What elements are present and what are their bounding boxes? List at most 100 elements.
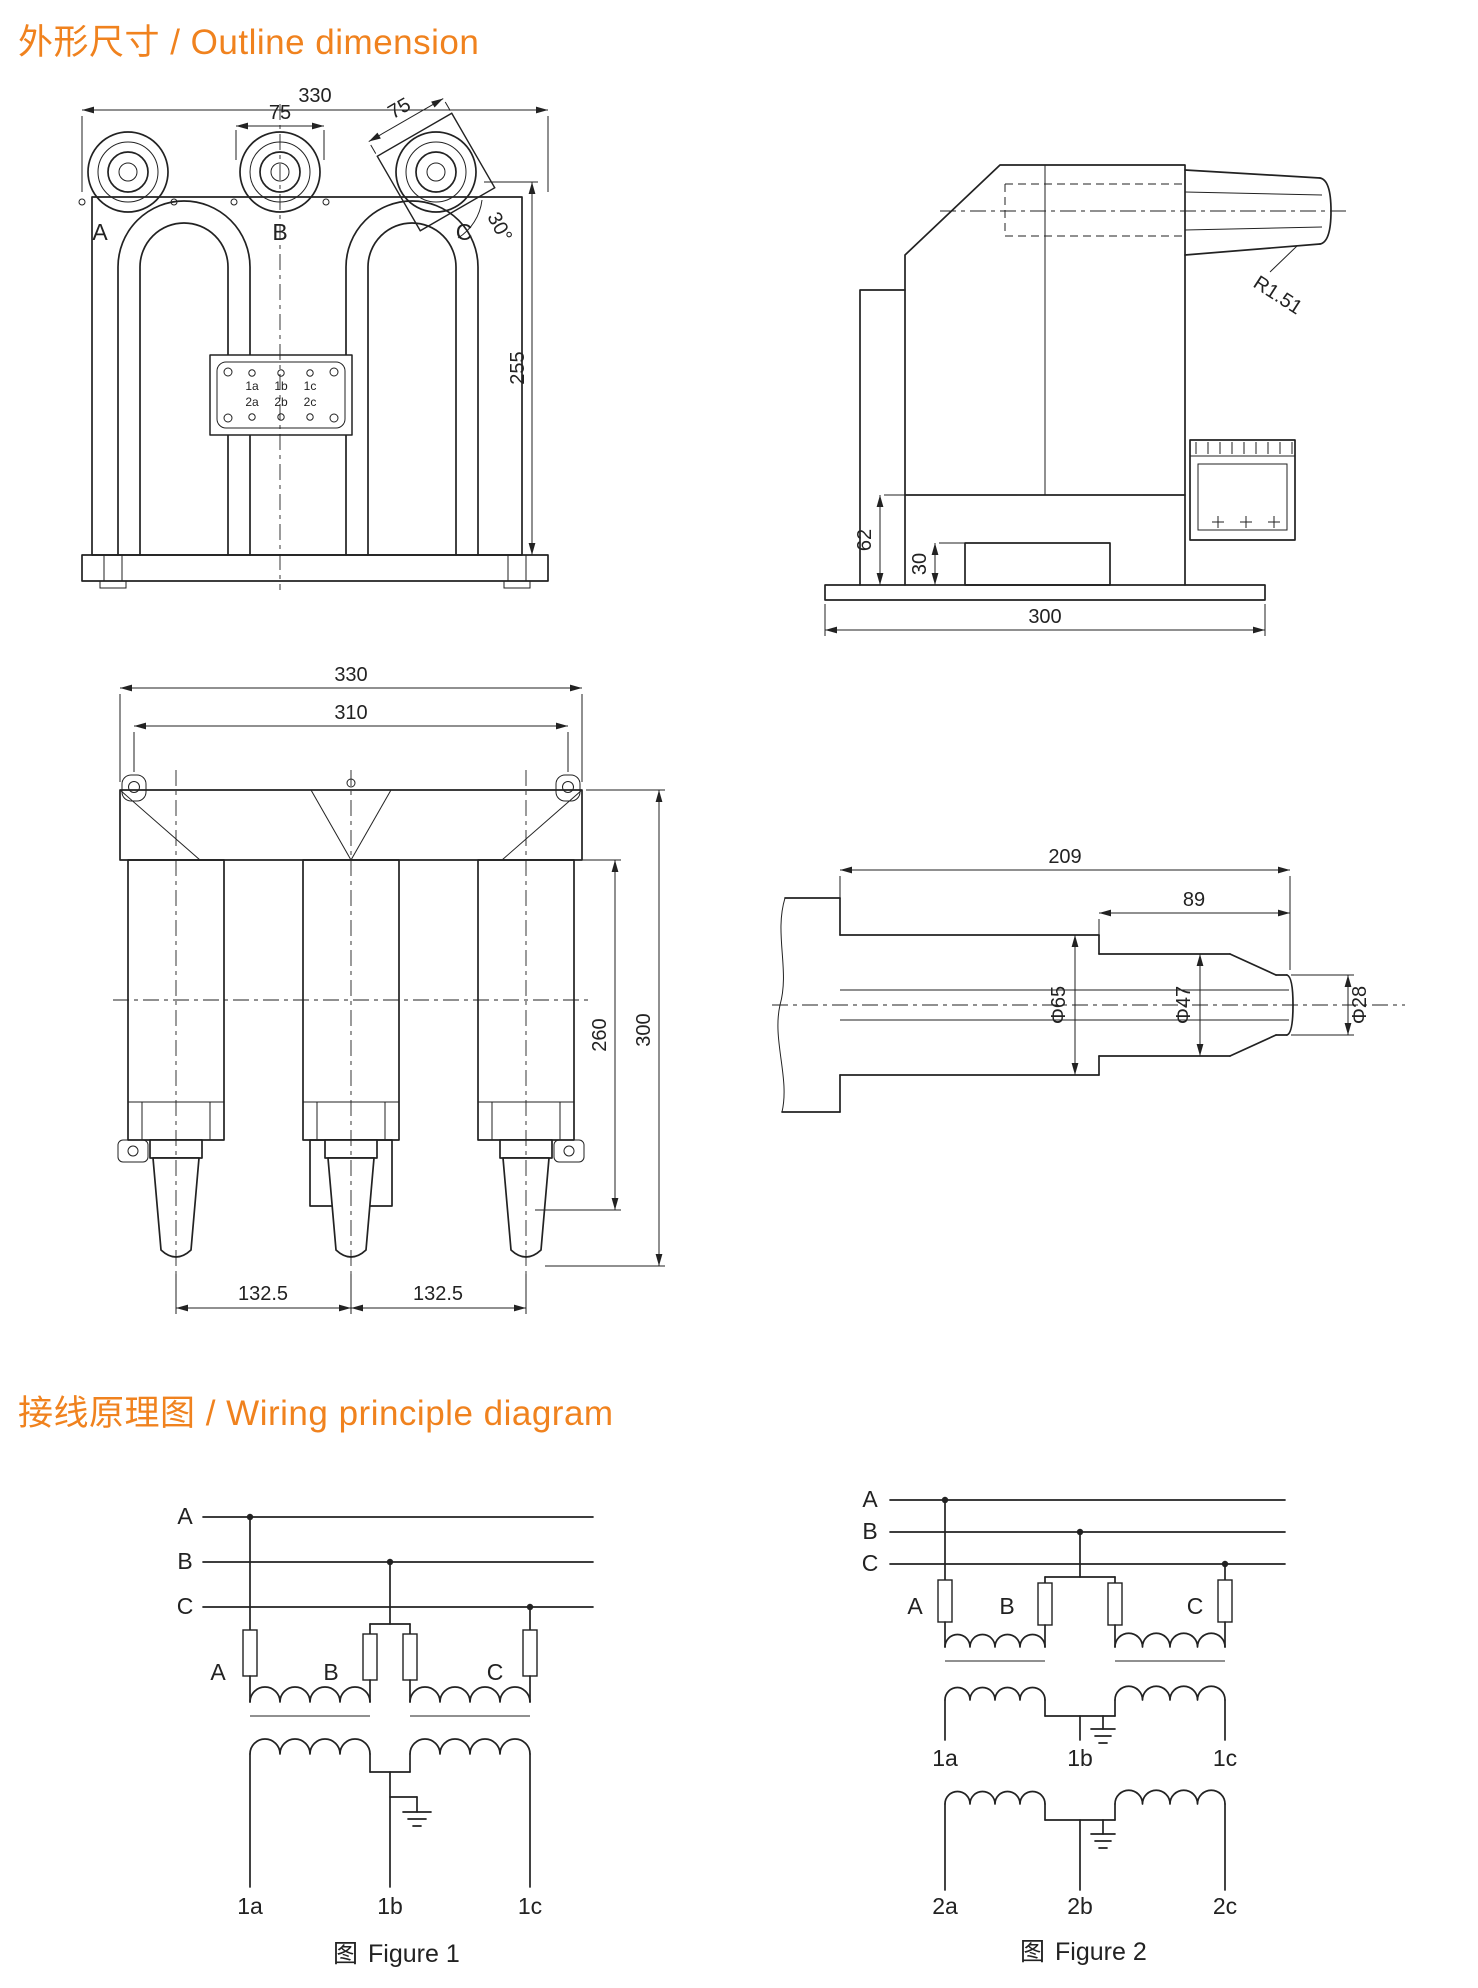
cable-bushings [149,1139,553,1258]
bus-label-c: C [862,1550,879,1576]
terminal-1c: 1c [518,1893,542,1919]
fuse-c [522,1629,538,1677]
dim-inner-width: 310 [133,702,569,772]
winding-label-a: A [907,1593,923,1619]
phase-label-c: C [456,219,473,245]
bottom-view-drawing: 330 310 [113,664,665,1314]
terminal-label-1c: 1c [304,379,317,393]
wiring-figure-1: A B C A B C [177,1503,594,1968]
bushing-profile [772,934,1405,1076]
terminal-label-2b: 2b [274,395,288,409]
dim-height: 255 [484,181,538,555]
winding-label-a: A [210,1659,226,1685]
bus-label-b: B [862,1518,877,1544]
side-view-drawing: R1.51 62 30 300 [824,164,1348,636]
fuse-a [937,1579,953,1623]
terminal-2c: 2c [1213,1893,1237,1919]
dim-300-label: 300 [1028,606,1061,628]
bus-label-a: A [177,1503,193,1529]
primary-circuit [242,1513,538,1703]
dim-d28-label: Φ28 [1349,986,1371,1024]
fuse-b2 [1107,1582,1123,1626]
dim-d47-label: Φ47 [1173,986,1195,1024]
terminal-1a: 1a [237,1893,263,1919]
winding-label-c: C [487,1659,504,1685]
dim-d65-label: Φ65 [1048,986,1070,1024]
winding-label-b: B [999,1593,1014,1619]
terminal-1b: 1b [377,1893,403,1919]
dim-overall-width: 330 [81,85,549,192]
vt-side-body [824,164,1266,601]
bus-lines: A B C [177,1503,594,1619]
dim-pitch-bottom: 132.5 132.5 [175,1274,527,1314]
fuse-a [242,1629,258,1677]
fuse-b2 [402,1633,418,1681]
terminal-label-2c: 2c [304,395,317,409]
terminal-label-1a: 1a [245,379,259,393]
secondary-windings-1 [944,1685,1226,1744]
dim-89-label: 89 [1183,889,1205,911]
plus-marks [1212,516,1280,528]
bottom-feet [117,1139,585,1163]
dim-30: 30 [909,542,972,585]
ground-symbol [389,1796,432,1827]
terminal-1a: 1a [932,1745,958,1771]
terminal-label-1b: 1b [274,379,288,393]
base-plate [81,554,549,589]
wiring-figure-2: A B C A B C [862,1486,1286,1966]
lifting-ears [121,774,581,802]
dim-310-label: 310 [334,702,367,724]
dim-62: 62 [854,494,928,585]
winding-label-c: C [1187,1593,1204,1619]
dim-260: 260 [535,859,621,1211]
primary-windings [249,1686,531,1717]
dim-angle-label: 30° [482,209,516,246]
dim-d65: Φ65 [1048,935,1079,1075]
dim-62-label: 62 [854,529,876,551]
angle-arc [457,199,483,239]
fuse-c [1217,1579,1233,1623]
phase-label-a: A [92,219,108,245]
secondary-terminal-bracket [1189,439,1296,541]
dim-d47: Φ47 [1173,954,1204,1056]
dim-260-label: 260 [589,1018,611,1051]
wiring-section-title: 接线原理图 / Wiring principle diagram [18,1394,614,1433]
radius-callout: R1.51 [1249,245,1306,320]
dim-30-label: 30 [909,553,931,575]
terminal-2b: 2b [1067,1893,1093,1919]
dim-75c-label: 75 [384,94,414,124]
primary-circuit [937,1496,1233,1648]
dim-209: 209 [839,846,1291,970]
dim-255-label: 255 [507,351,529,384]
fuse-b1 [1037,1582,1053,1626]
dim-89: 89 [1098,889,1290,948]
bus-label-b: B [177,1548,192,1574]
secondary-windings [249,1738,531,1888]
bushing-detail-drawing: 209 89 Φ65 Φ47 Φ28 [772,846,1405,1113]
bus-label-c: C [177,1593,194,1619]
terminal-2a: 2a [932,1893,958,1919]
bus-lines: A B C [862,1486,1286,1576]
secondary-windings-2 [944,1789,1226,1891]
bus-label-a: A [862,1486,878,1512]
terminal-box: 1a 1b 1c 2a 2b 2c [209,354,353,436]
bushing-a [78,131,178,213]
terminal-1c: 1c [1213,1745,1237,1771]
dim-d28: Φ28 [1291,974,1371,1036]
front-view-drawing: 330 75 75 30° [78,85,549,590]
dim-330b-label: 330 [334,664,367,686]
dim-300b: 300 [545,789,665,1267]
outline-section-title: 外形尺寸 / Outline dimension [18,23,480,62]
dim-overall-width-bottom: 330 [119,664,583,782]
bushing-b [230,131,330,213]
terminal-1b: 1b [1067,1745,1093,1771]
dim-330-label: 330 [298,85,331,107]
dim-radius-label: R1.51 [1249,272,1306,320]
winding-label-b: B [323,1659,338,1685]
bushing-c [395,131,477,213]
primary-windings [944,1632,1226,1662]
terminal-label-2a: 2a [245,395,259,409]
